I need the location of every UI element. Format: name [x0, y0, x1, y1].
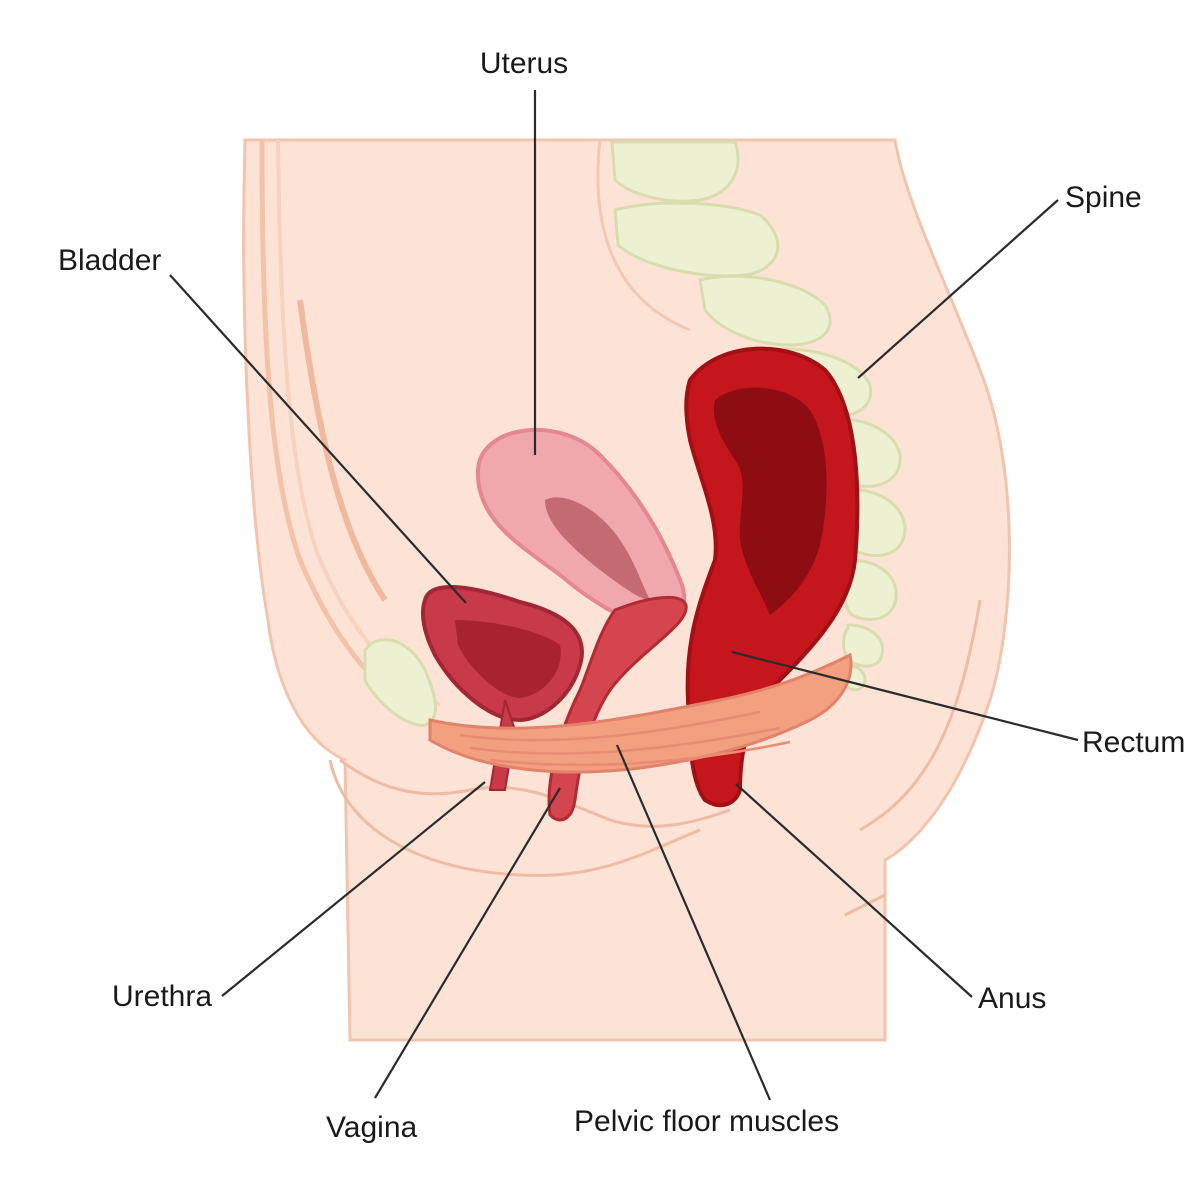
- leader-lines: [169, 90, 1079, 1101]
- pelvic-floor-leader: [615, 744, 772, 1101]
- bladder: [421, 585, 584, 791]
- pelvic-floor-muscles: [428, 652, 853, 774]
- urethra-leader: [221, 781, 486, 997]
- vagina: [547, 595, 688, 822]
- pubic-bone: [363, 638, 437, 727]
- bladder-leader: [169, 274, 467, 604]
- spine-leader: [857, 199, 1059, 379]
- label-spine: Spine: [1065, 181, 1142, 214]
- label-uterus: Uterus: [480, 47, 568, 80]
- rectum-leader: [731, 650, 1079, 742]
- labels: Uterus Spine Bladder Rectum Urethra Anus…: [58, 47, 1185, 1144]
- anus-leader: [735, 783, 973, 998]
- label-vagina: Vagina: [326, 1111, 418, 1144]
- label-urethra: Urethra: [112, 980, 212, 1013]
- label-anus: Anus: [978, 982, 1046, 1015]
- rectum: [684, 346, 860, 808]
- vagina-leader: [374, 787, 561, 1099]
- label-bladder: Bladder: [58, 244, 161, 277]
- label-rectum: Rectum: [1082, 726, 1185, 759]
- label-pelvic-floor: Pelvic floor muscles: [574, 1105, 839, 1138]
